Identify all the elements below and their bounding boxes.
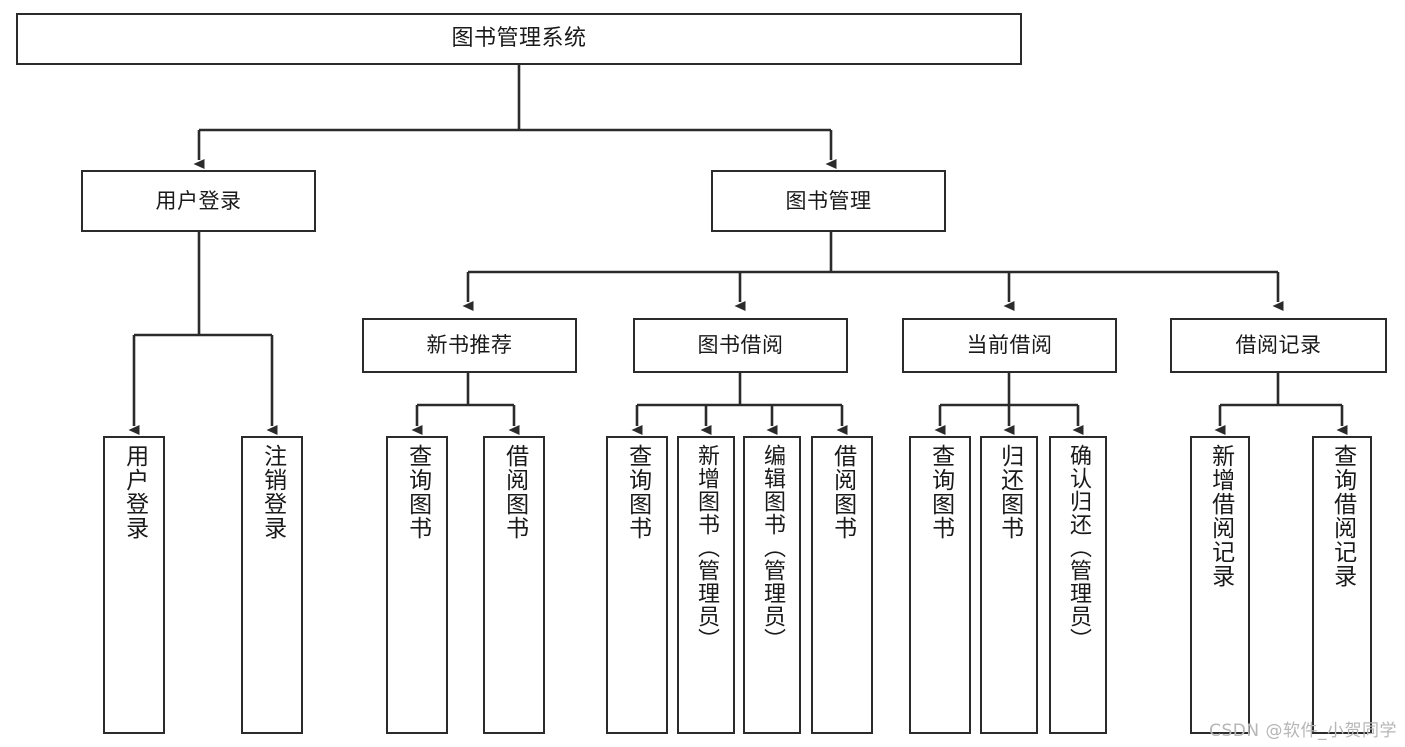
node-label: 用户登录: [155, 188, 242, 213]
node-book-management[interactable]: 图书管理: [711, 170, 946, 232]
leaf-record-query-record[interactable]: 查询借阅记录: [1312, 436, 1372, 734]
leaf-record-add-record[interactable]: 新增借阅记录: [1190, 436, 1250, 734]
node-label: 查询图书: [404, 444, 431, 540]
node-book-borrow[interactable]: 图书借阅: [633, 318, 848, 373]
leaf-current-return-book[interactable]: 归还图书: [980, 436, 1038, 734]
node-label: 查询图书: [927, 444, 954, 540]
leaf-new-book-query[interactable]: 查询图书: [386, 436, 448, 734]
node-label: 注销登录: [259, 444, 286, 540]
node-current-borrow[interactable]: 当前借阅: [902, 318, 1117, 373]
leaf-user-login-logout[interactable]: 注销登录: [241, 436, 303, 734]
node-root-system[interactable]: 图书管理系统: [16, 13, 1022, 65]
node-label: 归还图书: [996, 444, 1023, 540]
csdn-watermark: CSDN @软件_小贺同学: [1209, 721, 1397, 741]
node-label: 借阅记录: [1235, 333, 1322, 357]
node-label: 图书管理系统: [451, 26, 587, 51]
leaf-current-query-book[interactable]: 查询图书: [909, 436, 971, 734]
node-label: 新增借阅记录: [1207, 444, 1234, 588]
leaf-borrow-query-book[interactable]: 查询图书: [606, 436, 668, 734]
node-label: 用户登录: [121, 444, 148, 540]
node-label: 当前借阅: [966, 333, 1053, 357]
node-label: 借阅图书: [829, 444, 856, 540]
node-label: 确认归还（管理员）: [1065, 444, 1091, 651]
leaf-current-confirm-return-admin[interactable]: 确认归还（管理员）: [1049, 436, 1107, 734]
node-label: 新书推荐: [426, 333, 513, 357]
node-label: 图书管理: [785, 188, 872, 213]
leaf-new-book-borrow[interactable]: 借阅图书: [483, 436, 545, 734]
node-label: 借阅图书: [501, 444, 528, 540]
node-label: 图书借阅: [697, 333, 784, 357]
node-label: 查询图书: [624, 444, 651, 540]
node-user-login[interactable]: 用户登录: [81, 170, 316, 232]
leaf-user-login-login[interactable]: 用户登录: [103, 436, 165, 734]
node-label: 编辑图书（管理员）: [759, 444, 785, 651]
node-label: 查询借阅记录: [1329, 444, 1356, 588]
leaf-borrow-add-book-admin[interactable]: 新增图书（管理员）: [677, 436, 735, 734]
node-new-book-recommend[interactable]: 新书推荐: [362, 318, 577, 373]
node-borrow-record[interactable]: 借阅记录: [1170, 318, 1387, 373]
leaf-borrow-borrow-book[interactable]: 借阅图书: [811, 436, 873, 734]
node-label: 新增图书（管理员）: [693, 444, 719, 651]
leaf-borrow-edit-book-admin[interactable]: 编辑图书（管理员）: [743, 436, 801, 734]
